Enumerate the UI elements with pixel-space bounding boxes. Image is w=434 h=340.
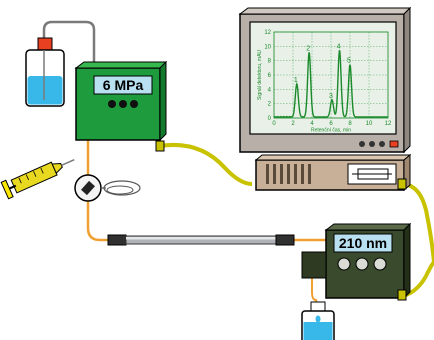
monitor-power-led	[389, 140, 399, 148]
pump-side	[159, 60, 167, 142]
injector-valve[interactable]	[74, 174, 141, 202]
detector-top	[324, 223, 412, 231]
x-tick-label: 4	[310, 121, 314, 127]
detector-cable	[403, 260, 434, 298]
monitor-top	[238, 7, 412, 15]
injector-column-tube	[86, 200, 108, 242]
y-tick-label: 10	[264, 44, 271, 50]
pump-button-1[interactable]	[108, 100, 116, 108]
pump-display-text: 6 MPa	[103, 77, 144, 93]
waste-bottle-neck	[310, 301, 326, 312]
detector-knob-1[interactable]	[337, 257, 351, 271]
syringe	[0, 158, 75, 200]
detector-side	[403, 222, 411, 300]
x-tick-label: 0	[272, 121, 276, 127]
y-axis-label: Signál detektoru, mAU	[257, 50, 263, 100]
pump-button-2[interactable]	[119, 100, 127, 108]
monitor-button-3[interactable]	[379, 141, 385, 147]
x-axis-label: Retenční čas, min	[311, 128, 351, 134]
peak-label: 3	[329, 93, 333, 100]
injector-handle[interactable]	[81, 180, 95, 196]
x-tick-label: 8	[348, 121, 352, 127]
solvent-line	[42, 20, 96, 68]
pump-button-3[interactable]	[130, 100, 138, 108]
computer-vent	[266, 164, 311, 184]
chromatogram-trace	[273, 50, 388, 119]
x-tick-label: 2	[291, 121, 295, 127]
computer-top	[254, 154, 412, 161]
detector-flow-cell	[301, 251, 327, 279]
waste-liquid	[303, 322, 333, 340]
y-tick-label: 0	[268, 116, 272, 122]
monitor-button-2[interactable]	[369, 141, 375, 147]
detector-knob-2[interactable]	[355, 257, 369, 271]
syringe-barrel	[10, 161, 58, 194]
column-fitting-right	[275, 234, 295, 246]
pump-cable	[159, 143, 253, 186]
peak-label: 5	[347, 58, 351, 65]
syringe-tip	[51, 162, 63, 175]
pump-display	[93, 75, 153, 95]
pump-top	[74, 61, 168, 69]
monitor-button-1[interactable]	[359, 141, 365, 147]
waste-line	[311, 268, 319, 309]
detector-display	[333, 233, 393, 253]
x-tick-label: 10	[366, 121, 373, 127]
column	[107, 234, 295, 246]
detector-knob-3[interactable]	[373, 257, 387, 271]
reservoir-cap	[37, 37, 53, 51]
detector: 210 nm	[301, 222, 412, 301]
x-tick-label: 12	[385, 121, 392, 127]
solvent-reservoir	[25, 37, 65, 107]
detector-display-text: 210 nm	[339, 235, 387, 251]
plot-frame	[273, 31, 389, 119]
peak-label: 4	[337, 43, 341, 50]
computer-connector	[397, 178, 407, 190]
column-fitting-left	[107, 234, 127, 246]
monitor-cable	[403, 182, 434, 263]
computer-unit	[254, 153, 412, 192]
syringe-needle	[61, 158, 75, 167]
waste-drop	[315, 315, 321, 323]
y-tick-label: 6	[268, 73, 272, 79]
syringe-thumb	[0, 179, 14, 200]
y-tick-label: 2	[268, 102, 272, 108]
waste-bottle	[301, 301, 335, 340]
peak-label: 2	[306, 46, 310, 53]
peak-label: 1	[294, 77, 298, 84]
detector-connector	[397, 289, 407, 301]
pump: 6 MPa	[74, 60, 168, 152]
y-tick-label: 4	[268, 87, 272, 93]
x-tick-label: 6	[329, 121, 333, 127]
reservoir-liquid	[27, 76, 63, 105]
y-tick-label: 12	[264, 30, 271, 36]
y-tick-label: 8	[268, 59, 272, 65]
monitor-side	[403, 6, 411, 154]
pump-connector	[155, 140, 165, 152]
